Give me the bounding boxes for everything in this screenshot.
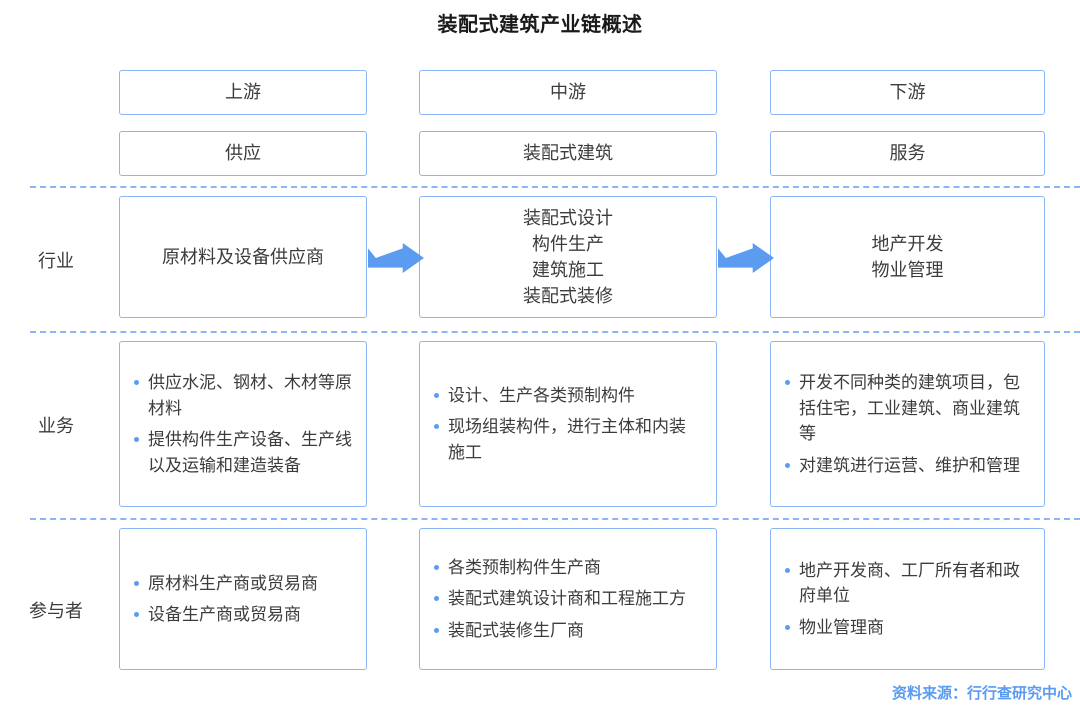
row-label-industry: 行业: [38, 251, 74, 271]
participants-cell-midstream: 各类预制构件生产商 装配式建筑设计商和工程施工方 装配式装修生厂商: [419, 528, 717, 670]
bullet-dot-icon: [434, 392, 439, 398]
industry-midstream-line: 建筑施工: [532, 260, 604, 280]
list-item: 供应水泥、钢材、木材等原材料: [132, 370, 352, 421]
list-item: 装配式建筑设计商和工程施工方: [432, 586, 702, 612]
industry-midstream-line: 装配式装修: [523, 286, 613, 307]
bullet-dot-icon: [785, 567, 790, 573]
industry-midstream-line: 构件生产: [532, 233, 604, 254]
industry-midstream-line: 装配式设计: [523, 207, 613, 228]
list-item: 各类预制构件生产商: [432, 555, 702, 581]
bullet-dot-icon: [785, 380, 790, 385]
industry-cell-downstream: 地产开发 物业管理: [770, 196, 1045, 318]
industry-cell-upstream: 原材料及设备供应商: [119, 196, 367, 318]
list-item: 装配式装修生厂商: [432, 618, 702, 644]
list-item: 设计、生产各类预制构件: [432, 383, 702, 409]
bullet-dot-icon: [434, 596, 439, 602]
row-label-participants: 参与者: [29, 601, 83, 621]
list-item: 对建筑进行运营、维护和管理: [783, 453, 1030, 479]
row-separator-middle: [30, 331, 1080, 333]
bullet-dot-icon: [434, 424, 439, 430]
bullet-dot-icon: [134, 437, 139, 442]
list-item: 现场组装构件，进行主体和内装施工: [432, 414, 702, 465]
list-item: 提供构件生产设备、生产线以及运输和建造装备: [132, 427, 352, 478]
stage-header-upstream: 上游: [119, 70, 367, 115]
bullet-dot-icon: [434, 627, 439, 633]
industry-downstream-line: 物业管理: [871, 260, 944, 280]
list-item: 物业管理商: [783, 615, 1030, 641]
segment-header-downstream: 服务: [770, 131, 1045, 176]
bullet-dot-icon: [785, 462, 790, 468]
business-cell-downstream: 开发不同种类的建筑项目，包括住宅，工业建筑、商业建筑等 对建筑进行运营、维护和管…: [770, 341, 1045, 507]
segment-header-midstream: 装配式建筑: [419, 131, 717, 176]
list-item: 地产开发商、工厂所有者和政府单位: [783, 558, 1030, 609]
arrow-right-icon: [368, 243, 424, 273]
row-separator-top: [30, 186, 1080, 188]
stage-header-midstream: 中游: [419, 70, 717, 115]
participants-cell-downstream: 地产开发商、工厂所有者和政府单位 物业管理商: [770, 528, 1045, 670]
industry-cell-midstream: 装配式设计 构件生产 建筑施工 装配式装修: [419, 196, 717, 318]
list-item: 开发不同种类的建筑项目，包括住宅，工业建筑、商业建筑等: [783, 370, 1030, 447]
business-cell-midstream: 设计、生产各类预制构件 现场组装构件，进行主体和内装施工: [419, 341, 717, 507]
bullet-dot-icon: [134, 612, 139, 617]
bullet-dot-icon: [434, 564, 439, 570]
industry-upstream-line: 原材料及设备供应商: [162, 246, 324, 267]
business-cell-upstream: 供应水泥、钢材、木材等原材料 提供构件生产设备、生产线以及运输和建造装备: [119, 341, 367, 507]
page-title: 装配式建筑产业链概述: [437, 14, 643, 36]
list-item: 原材料生产商或贸易商: [132, 571, 352, 597]
industry-downstream-line: 地产开发: [871, 233, 944, 254]
list-item: 设备生产商或贸易商: [132, 602, 352, 628]
participants-cell-upstream: 原材料生产商或贸易商 设备生产商或贸易商: [119, 528, 367, 670]
row-separator-bottom: [30, 518, 1080, 520]
bullet-dot-icon: [134, 580, 139, 586]
arrow-right-icon: [718, 243, 774, 273]
segment-header-upstream: 供应: [119, 131, 367, 176]
bullet-dot-icon: [785, 624, 790, 630]
source-note: 资料来源：行行查研究中心: [891, 685, 1072, 702]
row-label-business: 业务: [38, 416, 74, 436]
stage-header-downstream: 下游: [770, 70, 1045, 115]
bullet-dot-icon: [134, 380, 139, 385]
